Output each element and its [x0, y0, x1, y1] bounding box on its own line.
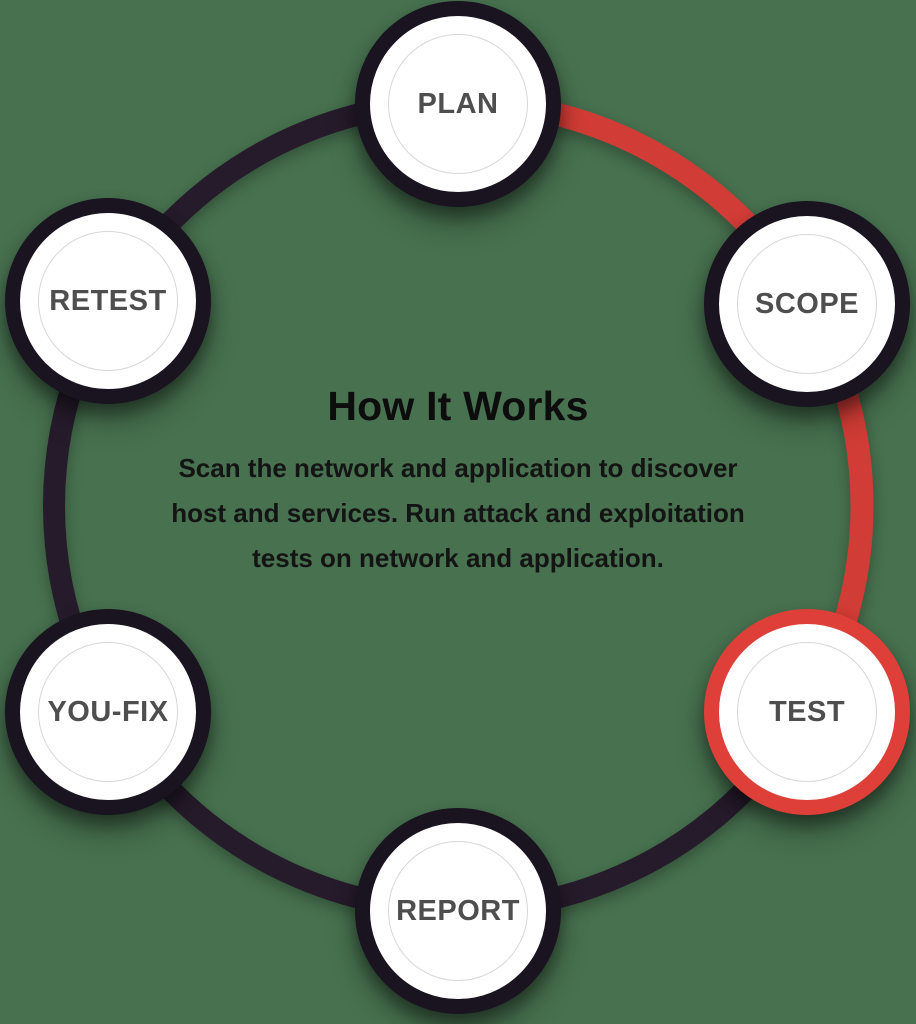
step-description: Scan the network and application to disc… — [171, 453, 745, 573]
node-scope-inner-circle: SCOPE — [737, 234, 877, 374]
node-report-label: REPORT — [396, 894, 520, 927]
node-plan-inner-circle: PLAN — [388, 34, 528, 174]
node-test[interactable]: TEST — [704, 609, 910, 815]
node-report-inner-circle: REPORT — [388, 841, 528, 981]
node-report[interactable]: REPORT — [355, 808, 561, 1014]
node-plan-label: PLAN — [417, 87, 499, 120]
node-retest[interactable]: RETEST — [5, 198, 211, 404]
node-retest-label: RETEST — [49, 284, 167, 317]
node-scope[interactable]: SCOPE — [704, 201, 910, 407]
node-test-label: TEST — [768, 695, 846, 728]
page-title: How It Works — [327, 383, 589, 429]
node-retest-inner-circle: RETEST — [38, 231, 178, 371]
node-plan[interactable]: PLAN — [355, 1, 561, 207]
node-scope-label: SCOPE — [754, 287, 860, 320]
node-you-fix[interactable]: YOU-FIX — [5, 609, 211, 815]
node-you-fix-label: YOU-FIX — [47, 695, 169, 728]
center-text-block: How It Works Scan the network and applic… — [148, 383, 768, 581]
node-you-fix-inner-circle: YOU-FIX — [38, 642, 178, 782]
node-test-inner-circle: TEST — [737, 642, 877, 782]
